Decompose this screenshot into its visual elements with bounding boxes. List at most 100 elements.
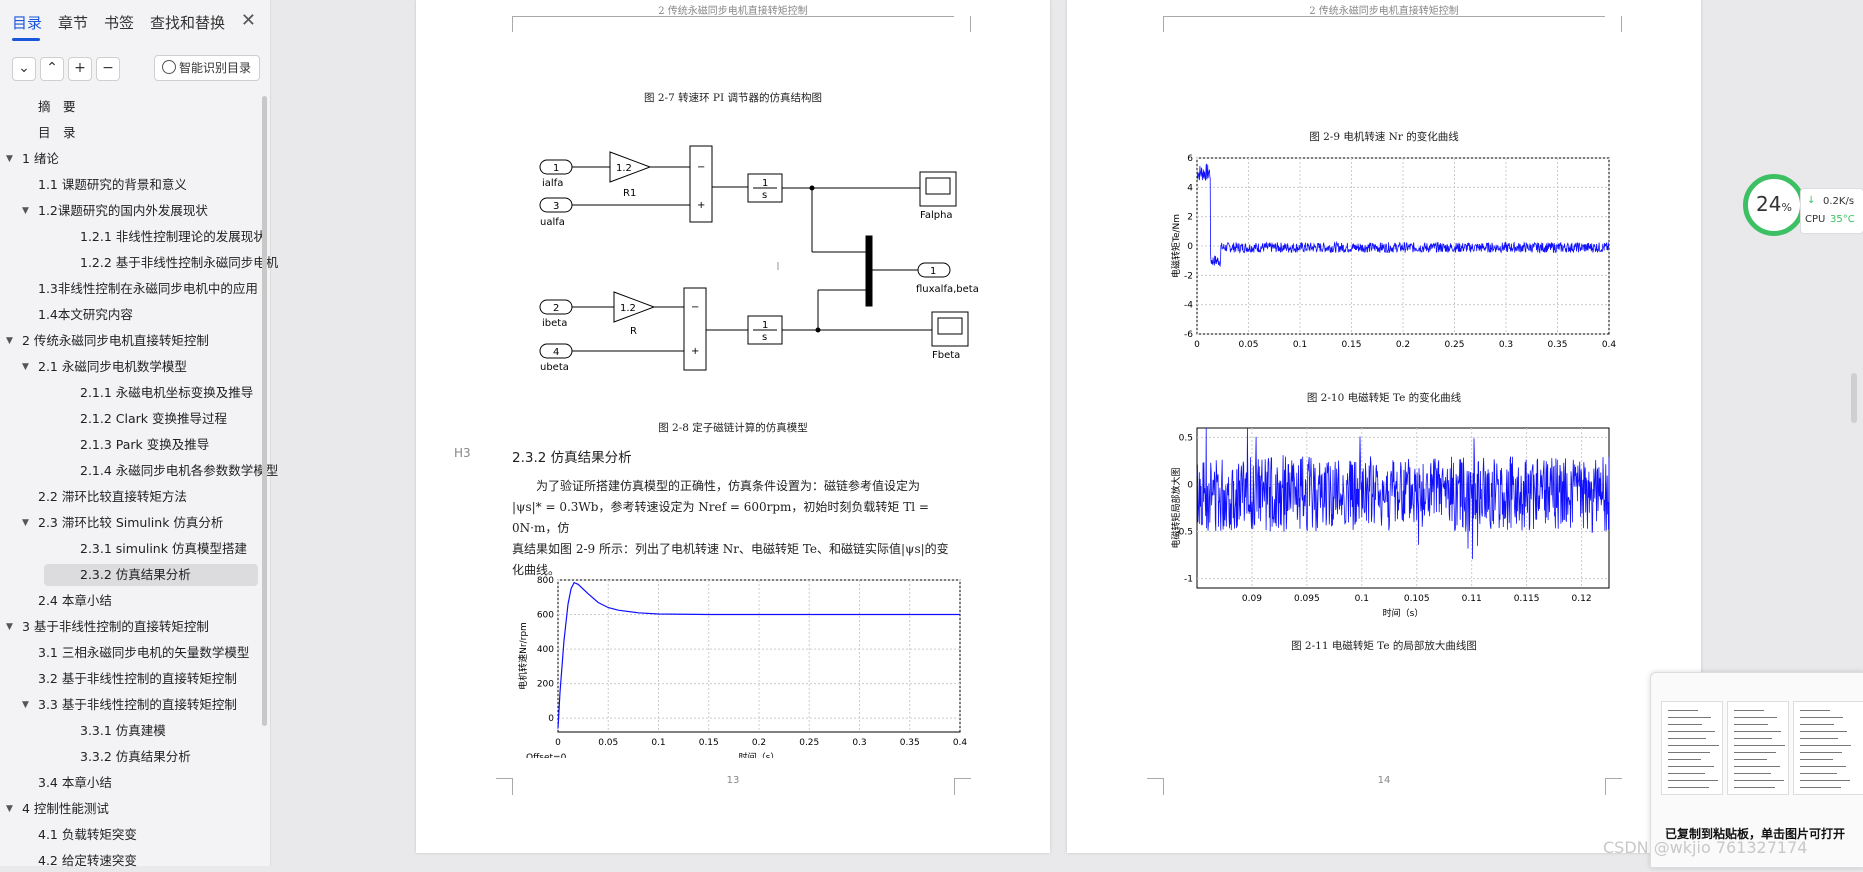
toc-item[interactable]: 4.2 给定转速突变 <box>0 850 258 872</box>
toc-item[interactable]: 4.1 负载转矩突变 <box>0 824 258 846</box>
toc-item[interactable]: 1.3非线性控制在永磁同步电机中的应用 <box>0 278 258 300</box>
collapse-all-button[interactable]: ⌄ <box>12 57 36 81</box>
expand-arrow-icon[interactable]: ▼ <box>22 518 29 528</box>
thumbnail-line <box>1668 759 1701 760</box>
expand-arrow-icon[interactable]: ▼ <box>22 362 29 372</box>
smart-toc-button[interactable]: 智能识别目录 <box>154 55 260 81</box>
figure-2-7-caption: 图 2-7 转速环 PI 调节器的仿真结构图 <box>644 92 822 104</box>
thumbnail-line <box>1800 752 1842 753</box>
close-icon[interactable]: ✕ <box>240 10 256 31</box>
tab-bookmarks[interactable]: 书签 <box>104 14 135 32</box>
toc-item[interactable]: 1.1 课题研究的背景和意义 <box>0 174 258 196</box>
toc-item[interactable]: 3.2 基于非线性控制的直接转矩控制 <box>0 668 258 690</box>
screenshot-preview-panel[interactable]: 已复制到粘贴板，单击图片可打开 <box>1650 672 1863 868</box>
toc-item-label: 3.1 三相永磁同步电机的矢量数学模型 <box>38 645 250 660</box>
toc-item[interactable]: ▼ 2 传统永磁同步电机直接转矩控制 <box>0 330 258 352</box>
figure-2-11-caption: 图 2-11 电磁转矩 Te 的局部放大曲线图 <box>1291 640 1477 652</box>
scope-block <box>931 311 969 347</box>
expand-arrow-icon[interactable]: ▼ <box>6 154 13 164</box>
toc-item[interactable]: 1.2.2 基于非线性控制永磁同步电机 <box>44 252 302 274</box>
sum-plus-sign: + <box>697 200 705 211</box>
integrator-denominator: s <box>762 332 767 343</box>
sidebar-scrollbar[interactable] <box>262 96 267 726</box>
scope-2-label: Fbeta <box>932 350 960 361</box>
thumbnail-line <box>1668 745 1719 746</box>
system-usage-gauge[interactable]: 24% <box>1743 174 1805 236</box>
toc-item[interactable]: 3.1 三相永磁同步电机的矢量数学模型 <box>0 642 258 664</box>
expand-arrow-icon[interactable]: ▼ <box>6 336 13 346</box>
toc-item[interactable]: ▼3.3 基于非线性控制的直接转矩控制 <box>0 694 258 716</box>
toc-item[interactable]: 3.3.1 仿真建模 <box>44 720 302 742</box>
toc-item[interactable]: 2.3.2 仿真结果分析 <box>44 564 258 586</box>
expand-arrow-icon[interactable]: ▼ <box>22 700 29 710</box>
expand-arrow-icon[interactable]: ▼ <box>6 622 13 632</box>
x-tick-label: 0.35 <box>1547 340 1567 350</box>
add-entry-button[interactable]: + <box>68 57 92 81</box>
toc-item-label: 1.4本文研究内容 <box>38 307 133 322</box>
toc-item-label: 1.2课题研究的国内外发展现状 <box>38 203 208 218</box>
thumbnail-line <box>1734 717 1777 718</box>
outport-number: 1 <box>930 266 936 277</box>
toc-item[interactable]: 目 录 <box>0 122 258 144</box>
toc-item[interactable]: 2.4 本章小结 <box>0 590 258 612</box>
x-tick-label: 0.05 <box>1238 340 1258 350</box>
crop-mark <box>1147 778 1164 795</box>
thumbnail-line <box>1668 787 1709 788</box>
sum-block <box>683 287 707 371</box>
thumbnail-line <box>1734 787 1775 788</box>
tab-chapters[interactable]: 章节 <box>58 14 89 32</box>
gain-1-value: 1.2 <box>616 163 632 174</box>
toc-item-label: 摘 要 <box>38 99 76 114</box>
sidebar-tabs: 目录 章节 书签 查找和替换 ✕ <box>0 0 270 46</box>
toc-item-label: 2.4 本章小结 <box>38 593 112 608</box>
heading-handle-icon[interactable]: H3 <box>454 446 471 460</box>
toc-item[interactable]: ▼4 控制性能测试 <box>0 798 258 820</box>
toc-item[interactable]: 2.1.2 Clark 变换推导过程 <box>44 408 302 430</box>
thumbnail-line <box>1668 773 1705 774</box>
crop-mark <box>1163 16 1180 32</box>
toc-item[interactable]: 2.1.1 永磁电机坐标变换及推导 <box>44 382 302 404</box>
sum-minus-sign: − <box>697 162 705 173</box>
x-tick-label: 0.15 <box>1341 340 1361 350</box>
toc-item[interactable]: ▼2.3 滞环比较 Simulink 仿真分析 <box>0 512 258 534</box>
toc-item[interactable]: 2.2 滞环比较直接转矩方法 <box>0 486 258 508</box>
expand-arrow-icon[interactable]: ▼ <box>6 804 13 814</box>
scope-block <box>919 171 957 207</box>
thumbnail-line <box>1668 752 1710 753</box>
sum-minus-sign: − <box>691 302 699 313</box>
toc-item-label: 3.4 本章小结 <box>38 775 112 790</box>
figure-2-8-caption: 图 2-8 定子磁链计算的仿真模型 <box>658 422 808 434</box>
toc-item-label: 2 传统永磁同步电机直接转矩控制 <box>22 333 209 348</box>
toc-item[interactable]: 2.3.1 simulink 仿真模型搭建 <box>44 538 302 560</box>
remove-entry-button[interactable]: − <box>96 57 120 81</box>
expand-arrow-icon[interactable]: ▼ <box>22 206 29 216</box>
toc-item-label: 2.2 滞环比较直接转矩方法 <box>38 489 187 504</box>
toc-item[interactable]: 1.4本文研究内容 <box>0 304 258 326</box>
inport-1-number: 1 <box>553 163 559 174</box>
tab-contents[interactable]: 目录 <box>12 14 43 32</box>
toc-item[interactable]: 2.1.4 永磁同步电机各参数数学模型 <box>44 460 302 482</box>
expand-all-button[interactable]: ⌃ <box>40 57 64 81</box>
toc-item[interactable]: 2.1.3 Park 变换及推导 <box>44 434 302 456</box>
toc-item[interactable]: 1.2.1 非线性控制理论的发展现状 <box>44 226 302 248</box>
running-head: 2 传统永磁同步电机直接转矩控制 <box>1309 6 1459 17</box>
toc-item[interactable]: ▼2.1 永磁同步电机数学模型 <box>0 356 258 378</box>
net-speed: 0.2K/s <box>1823 196 1855 207</box>
toc-item[interactable]: ▼3 基于非线性控制的直接转矩控制 <box>0 616 258 638</box>
document-scrollbar[interactable] <box>1851 373 1857 423</box>
toc-item-label: 2.1.2 Clark 变换推导过程 <box>80 411 227 426</box>
toc-item[interactable]: ▼ 1.2课题研究的国内外发展现状 <box>0 200 258 222</box>
toc-item[interactable]: 摘 要 <box>0 96 258 118</box>
page-thumbnail[interactable] <box>1727 701 1789 795</box>
toc-item[interactable]: 3.4 本章小结 <box>0 772 258 794</box>
y-tick-label: 400 <box>537 645 554 655</box>
inport-2-label: ibeta <box>542 318 567 329</box>
toc-item[interactable]: ▼1 绪论 <box>0 148 258 170</box>
page-thumbnail[interactable] <box>1793 701 1863 795</box>
toc-item[interactable]: 3.3.2 仿真结果分析 <box>44 746 302 768</box>
running-head: 2 传统永磁同步电机直接转矩控制 <box>658 6 808 17</box>
page-thumbnail[interactable] <box>1661 701 1723 795</box>
tab-find-replace[interactable]: 查找和替换 <box>150 14 226 32</box>
x-tick-label: 0 <box>555 738 561 748</box>
